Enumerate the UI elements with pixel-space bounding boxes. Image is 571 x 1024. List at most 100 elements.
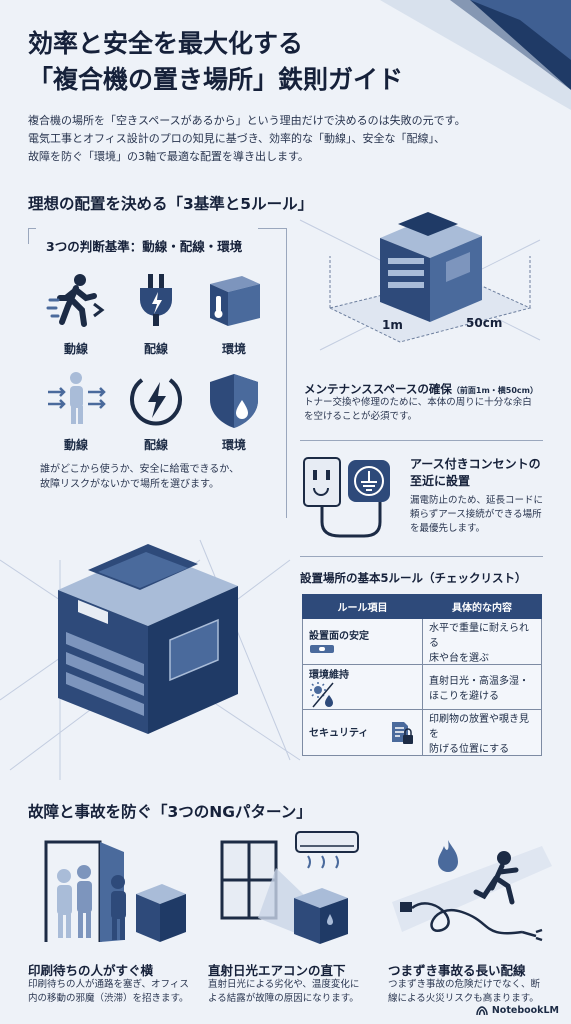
ng1-desc-line-1: 印刷待ちの人が通路を塞ぎ、オフィス [28,979,189,990]
logo-text: NotebookLM [491,1005,559,1016]
table-row: 環境維持 直射日光・高温多湿・ ほこりを避ける [302,664,542,710]
sunlight-aircon-illustration [220,831,359,944]
rule-detail-cell: 直射日光・高温多湿・ ほこりを避ける [422,664,542,710]
icon-walking-person [46,270,106,334]
section2-heading: 故障と事故を防ぐ「3つのNGパターン」 [28,803,312,821]
rules-heading: 設置場所の基本5ルール（チェックリスト） [300,571,527,585]
people-moving-icon [48,372,106,424]
table-row: セキュリティ 印刷物の放置や覗き見を 防げる位置にする [302,709,542,756]
dim-side-label: 50cm [466,316,503,330]
ng2-title: 直射日光エアコンの直下 [208,963,346,978]
maintenance-desc-line-2: を空けることが必須です。 [304,411,418,422]
icon-lightning-circle [126,370,186,434]
rule-item-label: セキュリティ [309,727,369,739]
outlet-desc-line-2: 頼らずアース接続ができる場所 [410,509,542,520]
title-line-1: 効率と安全を最大化する [28,29,304,58]
section1-heading: 理想の配置を決める「3基準と5ルール」 [28,195,314,213]
maintenance-desc-line-1: トナー交換や修理のために、本体の周りに十分な余白 [304,397,532,408]
rules-header-row: ルール項目 具体的な内容 [302,594,542,619]
ng2-illustration [218,828,368,952]
shield-drop-icon [210,374,258,428]
ng3-desc-line-1: つまずき事故の危険だけでなく、断 [388,979,541,990]
notebooklm-logo: NotebookLM [476,1005,559,1016]
intro-line-1: 複合機の場所を「空きスペースがあるから」という理由だけで決めるのは失敗の元です。 [28,114,466,127]
ng1-desc-line-2: 内の移動の邪魔（渋滞）を招きます。 [28,993,189,1004]
maintenance-illustration [320,196,540,350]
criteria-desc-line-1: 誰がどこから使うか、安全に給電できるか、 [40,464,240,475]
criteria-label-2: 配線 [143,342,168,356]
rule-item-cell: セキュリティ [302,709,423,756]
sun-drop-icon [310,681,334,707]
copier-with-clearance-illustration [328,212,532,343]
copier-illustration [58,544,238,734]
rule-item-cell: 設置面の安定 [302,618,423,665]
rules-table: ルール項目 具体的な内容 設置面の安定 水平で重量に耐えられる 床や台を選ぶ 環… [302,594,542,756]
tripping-cable-illustration [392,840,552,942]
rule-detail-line-2: 防げる位置にする [429,744,510,755]
rules-table-wrapper: ルール項目 具体的な内容 設置面の安定 水平で重量に耐えられる 床や台を選ぶ 環… [302,594,542,756]
ng1-illustration [40,832,190,951]
criteria-label-3: 環境 [221,342,246,356]
lightning-circle-icon [130,378,182,426]
rule-item-cell: 環境維持 [302,664,423,710]
power-plug-icon [140,274,172,326]
large-copier-illustration [48,520,248,744]
grounded-outlet-icon [303,457,390,538]
ng2-desc-line-2: よる結露が故障の原因になります。 [208,993,359,1004]
outlet-title: アース付きコンセントの 至近に設置 [410,456,541,490]
rule-detail-cell: 水平で重量に耐えられる 床や台を選ぶ [422,618,542,665]
people-waiting-illustration [44,840,186,942]
maintenance-description: トナー交換や修理のために、本体の周りに十分な余白 を空けることが必須です。 [304,396,564,424]
outlet-desc-line-3: を最優先します。 [410,523,486,534]
dim-front-label: 1m [382,318,403,332]
icon-people-moving [46,370,106,434]
icon-thermometer-box [204,270,264,334]
ng3-desc-line-2: 線による火災リスクも高まります。 [388,993,539,1004]
maintenance-title-note: （前面1m・横50cm） [451,386,539,395]
rule-detail-line-2: ほこりを避ける [429,691,499,702]
outlet-illustration [300,452,396,552]
ng2-desc-line-1: 直射日光による劣化や、温度変化に [208,979,360,990]
icon-power-plug [126,270,186,334]
corner-triangle-light [380,0,571,110]
rule-detail-line-1: 印刷物の放置や覗き見を [429,714,529,740]
outlet-desc-line-1: 漏電防止のため、延長コードに [410,495,544,506]
ng1-title: 印刷待ちの人がすぐ横 [28,963,154,978]
intro-line-3: 故障を防ぐ「環境」の3軸で最適な配置を導き出します。 [28,150,309,163]
outlet-title-line-1: アース付きコンセントの [410,457,541,471]
ng3-description: つまずき事故の危険だけでなく、断 線による火災リスクも高まります。 [388,978,540,1006]
rule-detail-line-1: 直射日光・高温多湿・ [429,676,529,687]
ng2-description: 直射日光による劣化や、温度変化に よる結露が故障の原因になります。 [208,978,359,1006]
notebooklm-logo-icon [476,1005,488,1015]
criteria-label-5: 配線 [143,438,168,452]
icon-shield-drop [204,370,264,434]
intro-text: 複合機の場所を「空きスペースがあるから」という理由だけで決めるのは失敗の元です。… [28,112,548,166]
corner-triangle-mid [470,0,571,60]
outlet-description: 漏電防止のため、延長コードに 頼らずアース接続ができる場所 を最優先します。 [410,494,543,536]
maintenance-title: メンテナンススペースの確保（前面1m・横50cm） [304,378,564,397]
rule-item-label: 設置面の安定 [309,631,369,642]
rule-detail-line-2: 床や台を選ぶ [429,653,489,664]
criteria-description: 誰がどこから使うか、安全に給電できるか、 故障リスクがないかで場所を選びます。 [40,462,280,492]
rule-item-label: 環境維持 [309,669,349,681]
maintenance-title-text: メンテナンススペースの確保 [304,382,452,396]
rule-detail-line-1: 水平で重量に耐えられる [429,623,529,649]
outlet-title-line-2: 至近に設置 [410,474,471,488]
title-line-2: 「複合機の置き場所」鉄則ガイド [28,65,404,94]
ng1-description: 印刷待ちの人が通路を塞ぎ、オフィス 内の移動の邪魔（渋滞）を招きます。 [28,978,189,1006]
criteria-label-1: 動線 [63,342,88,356]
page-title: 効率と安全を最大化する 「複合機の置き場所」鉄則ガイド [28,26,468,98]
rules-col-item: ルール項目 [302,594,423,619]
criteria-heading: 3つの判断基準：動線・配線・環境 [46,239,243,254]
ng3-illustration [392,832,552,951]
ng3-title: つまずき事故る長い配線 [388,963,526,978]
criteria-label-4: 動線 [63,438,88,452]
document-lock-icon [392,721,414,744]
rule-detail-cell: 印刷物の放置や覗き見を 防げる位置にする [422,709,542,756]
intro-line-2: 電気工事とオフィス設計のプロの知見に基づき、効率的な「動線」、安全な「配線」、 [28,132,446,145]
rules-col-detail: 具体的な内容 [422,594,542,619]
thermometer-box-icon [210,276,260,326]
table-row: 設置面の安定 水平で重量に耐えられる 床や台を選ぶ [302,618,542,665]
criteria-label-6: 環境 [221,438,246,452]
walking-person-icon [46,274,105,327]
